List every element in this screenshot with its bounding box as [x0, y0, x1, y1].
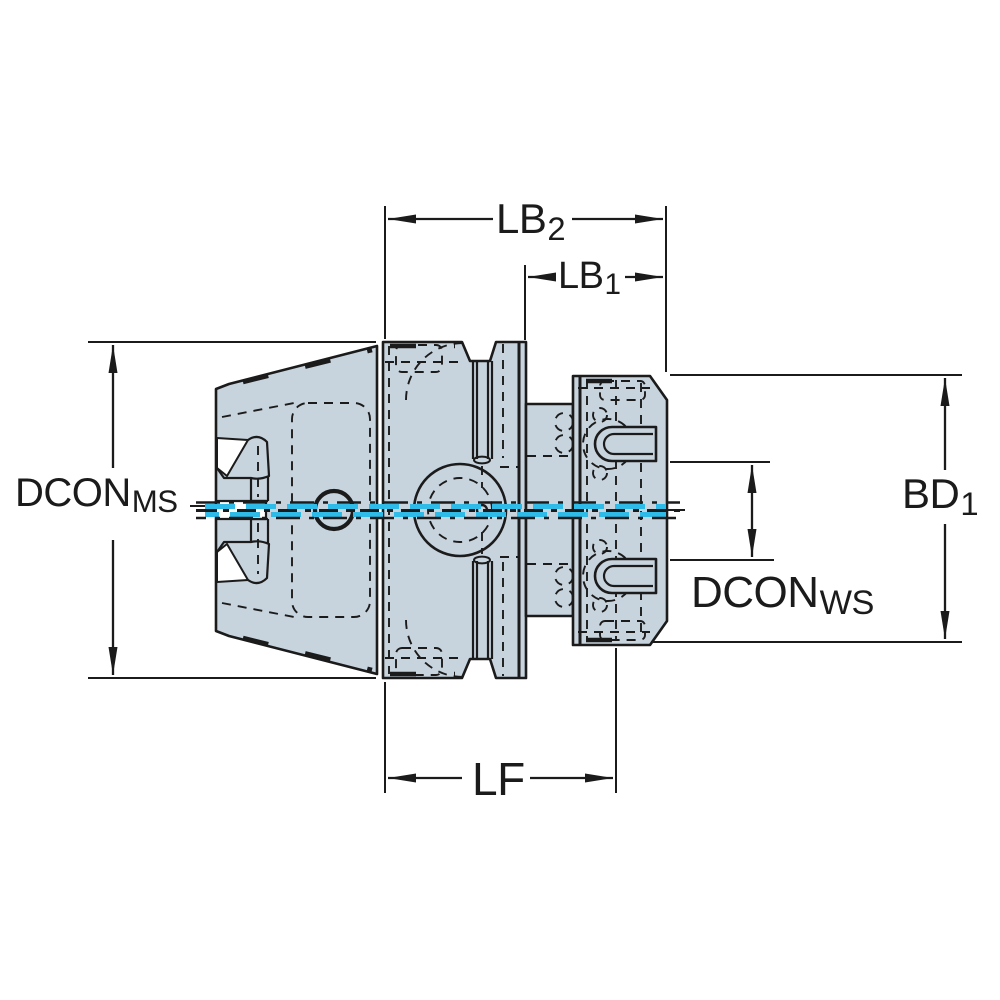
- drive-slot-top: [471, 361, 494, 488]
- dimension-lb2: [384, 206, 667, 372]
- dim-label-lb1-sub: 1: [604, 267, 621, 301]
- dim-label-lb2-sub: 2: [547, 209, 566, 247]
- gripper-cavity-bottom: [216, 543, 249, 583]
- dim-label-lb2: LB2: [496, 195, 566, 245]
- centerline: [190, 501, 685, 520]
- gripper-cavity-top: [216, 437, 249, 477]
- dim-label-dcon-ws: DCONWS: [691, 568, 874, 621]
- dim-label-bd1-main: BD: [902, 470, 960, 517]
- dim-label-lb1: LB1: [558, 255, 621, 299]
- dim-label-lf: LF: [472, 756, 526, 802]
- dim-label-dcon-ms: DCONMS: [15, 471, 178, 517]
- dimension-dcon-ws: [670, 461, 774, 561]
- side-hole: [312, 488, 356, 532]
- dim-label-lb1-main: LB: [558, 255, 604, 297]
- dim-label-lf-main: LF: [472, 753, 525, 805]
- dimension-lb1: [524, 265, 663, 340]
- dimension-bd1: [651, 374, 962, 643]
- spanner-slot-top: [593, 425, 658, 463]
- dim-label-dcon-ws-sub: WS: [819, 583, 875, 622]
- dimension-dcon-ms: [88, 341, 376, 679]
- dim-label-lb2-main: LB: [496, 195, 547, 242]
- dim-label-dcon-ms-main: DCON: [15, 471, 131, 515]
- dim-label-dcon-ws-main: DCON: [691, 568, 819, 617]
- dim-label-bd1: BD1: [902, 470, 979, 520]
- dimension-lf: [384, 648, 617, 793]
- dim-label-dcon-ms-sub: MS: [131, 484, 178, 520]
- dim-label-bd1-sub: 1: [960, 484, 979, 522]
- spanner-slot-bottom: [593, 557, 658, 595]
